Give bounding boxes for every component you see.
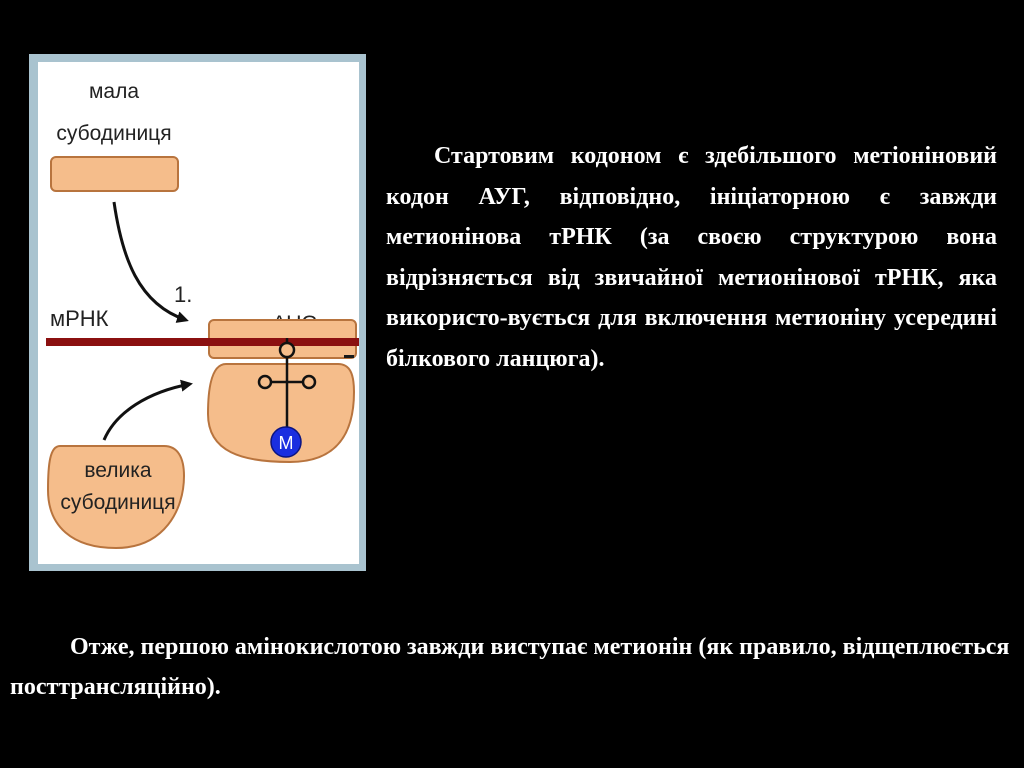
large-subunit-bound — [206, 363, 356, 464]
arrow-step-1 — [112, 201, 189, 323]
conclusion-paragraph: Отже, першою амінокислотою завжди виступ… — [10, 634, 1010, 700]
small-subunit-label-line1: мала — [89, 80, 139, 103]
step-label: 1. — [174, 282, 192, 307]
large-subunit-label-line1: велика — [84, 459, 152, 482]
mrna-label: мРНК — [50, 306, 109, 331]
methionine-circle — [270, 426, 302, 458]
mrna-strand — [46, 338, 359, 346]
start-codon-explanation: Стартовим кодоном є здебільшого метіонін… — [386, 143, 997, 372]
methionine-label: M — [279, 433, 294, 453]
translation-initiation-diagram: мала субодиниця 1. мРНК AUG M — [46, 80, 359, 550]
cropped-dash-mark — [344, 355, 354, 358]
small-subunit-label-line2: субодиниця — [56, 122, 171, 145]
large-subunit-label-line2: субодиниця — [60, 491, 175, 514]
initiator-trna — [257, 338, 317, 432]
small-subunit-free — [50, 156, 179, 192]
large-subunit-free — [46, 445, 186, 550]
arrow-step-2 — [102, 379, 193, 441]
